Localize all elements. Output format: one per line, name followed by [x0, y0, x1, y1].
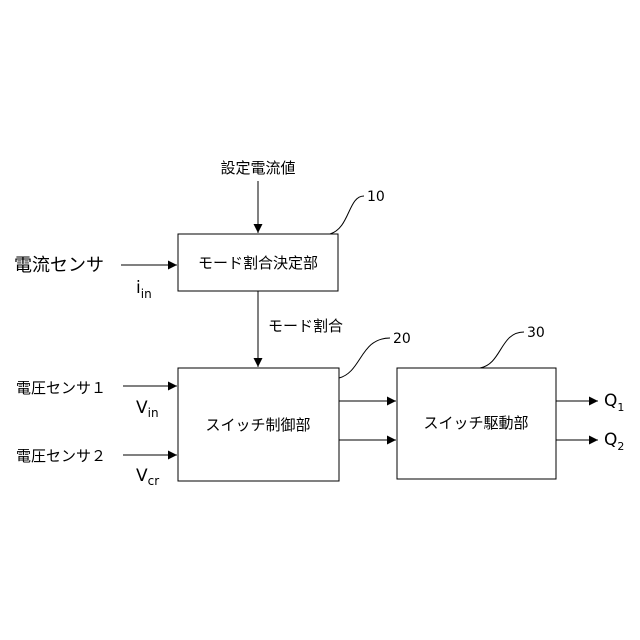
v-in-subscript: in [148, 406, 159, 420]
v-cr-signal-label: Vcr [136, 466, 159, 488]
setpoint-label: 設定電流値 [220, 159, 295, 177]
v-in-signal-label: Vin [136, 398, 159, 420]
switch-drive-ref-number: 30 [527, 325, 545, 341]
current-sensor-label: 電流センサ [14, 255, 104, 276]
mode-decision-ref-leader [330, 196, 364, 234]
switch-control-block-label: スイッチ制御部 [205, 416, 310, 434]
mode-decision-block-label: モード割合決定部 [198, 254, 318, 272]
q2-subscript: 2 [617, 440, 624, 453]
v-in-base: V [136, 398, 148, 418]
switch-drive-block-label: スイッチ駆動部 [423, 414, 528, 432]
q1-subscript: 1 [617, 401, 624, 414]
v-cr-base: V [136, 466, 148, 486]
mode-decision-ref-number: 10 [367, 189, 385, 205]
switch-drive-ref-leader [480, 332, 524, 368]
v-cr-subscript: cr [148, 474, 160, 488]
q2-output-label: Q2 [604, 430, 624, 453]
i-in-subscript: in [141, 287, 152, 301]
voltage-sensor-2-label: 電圧センサ２ [16, 447, 106, 465]
switch-control-ref-leader [339, 338, 390, 378]
voltage-sensor-1-label: 電圧センサ１ [16, 379, 106, 397]
q2-base: Q [604, 430, 617, 450]
q1-output-label: Q1 [604, 391, 624, 414]
q1-base: Q [604, 391, 617, 411]
i-in-signal-label: iin [136, 278, 152, 301]
switch-control-ref-number: 20 [393, 331, 411, 347]
mode-ratio-label: モード割合 [268, 317, 343, 335]
